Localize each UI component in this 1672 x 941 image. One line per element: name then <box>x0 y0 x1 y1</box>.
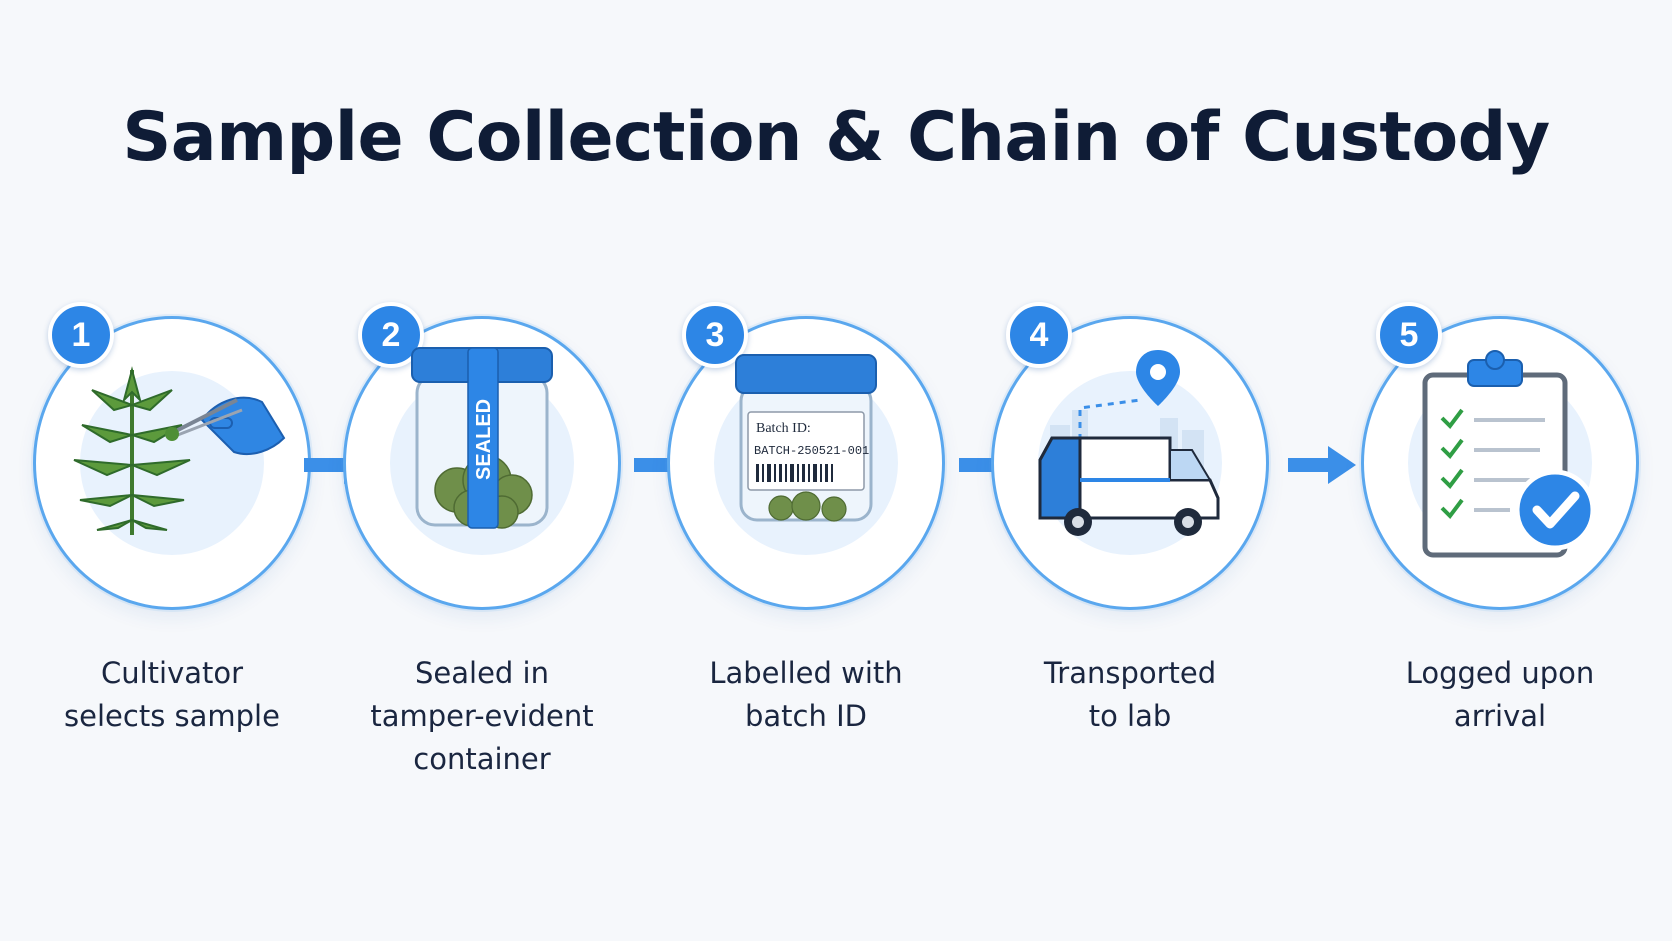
clipboard-check-icon <box>1422 350 1596 558</box>
check-circle-icon <box>1514 469 1596 551</box>
step-4-label: Transported to lab <box>1043 656 1217 733</box>
delivery-van-icon <box>1038 350 1220 536</box>
step-1-badge: 1 <box>48 302 114 368</box>
labelled-jar-icon: Batch ID: BATCH-250521-001 <box>735 354 877 522</box>
page-title: Sample Collection & Chain of Custody <box>122 98 1550 177</box>
step-3-label: Labelled with batch ID <box>709 656 903 733</box>
plant-tweezers-icon <box>73 366 286 535</box>
step-4-badge: 4 <box>1006 302 1072 368</box>
sealed-jar-icon: SEALED <box>411 347 553 529</box>
location-pin-icon <box>1136 350 1180 406</box>
batch-label-heading: Batch ID: <box>756 421 811 436</box>
step-5-badge: 5 <box>1376 302 1442 368</box>
seal-band-text: SEALED <box>473 399 495 480</box>
arrow-4-to-5 <box>1288 446 1356 484</box>
step-1-label: Cultivator selects sample <box>64 656 280 733</box>
step-3-badge: 3 <box>682 302 748 368</box>
batch-label-id: BATCH-250521-001 <box>754 444 869 458</box>
step-5-label: Logged upon arrival <box>1405 656 1595 733</box>
step-2-label: Sealed in tamper-evident container <box>370 656 594 776</box>
